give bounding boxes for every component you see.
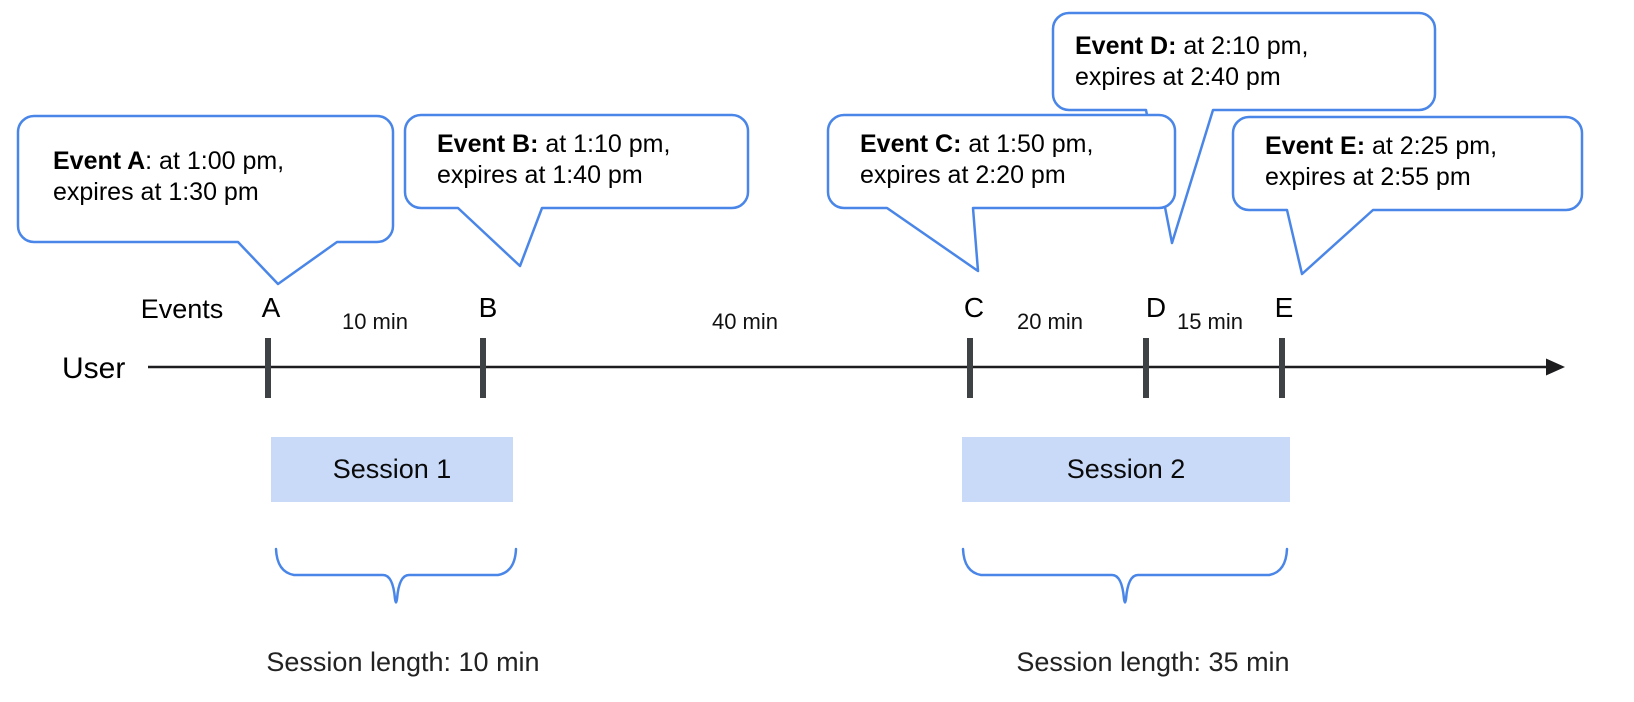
session-1-label: Session 1	[332, 454, 452, 484]
bubble-e-line1: at 2:25 pm,	[1365, 132, 1498, 160]
speech-bubble-event-b	[403, 113, 750, 268]
user-axis-label: User	[62, 352, 126, 385]
bubble-b-line2: expires at 1:40 pm	[437, 161, 643, 189]
event-mark-a: A	[261, 292, 281, 323]
tick-event-b	[480, 338, 486, 398]
bubble-e-text: Event E: at 2:25 pm, expires at 2:55 pm	[1265, 131, 1575, 193]
bubble-b-title: Event B:	[437, 130, 539, 158]
bubble-c-line2: expires at 2:20 pm	[860, 161, 1066, 189]
bubble-a-line1: : at 1:00 pm,	[145, 147, 285, 175]
bubble-d-line1: at 2:10 pm,	[1176, 32, 1309, 60]
event-mark-e: E	[1274, 292, 1294, 323]
session-2-label: Session 2	[1066, 454, 1186, 484]
session-1-brace-icon	[274, 547, 518, 604]
event-mark-d: D	[1145, 292, 1167, 323]
session-1-bar	[271, 437, 513, 502]
speech-bubble-event-e	[1231, 115, 1584, 276]
session-1-length-label: Session length: 10 min	[266, 647, 540, 677]
bubble-d-text: Event D: at 2:10 pm, expires at 2:40 pm	[1075, 31, 1425, 93]
speech-bubble-event-c	[826, 113, 1177, 273]
bubble-a-text: Event A: at 1:00 pm, expires at 1:30 pm	[53, 146, 383, 208]
events-axis-label: Events	[140, 294, 224, 324]
speech-bubble-event-a	[16, 114, 395, 286]
interval-c-d: 20 min	[1016, 309, 1084, 334]
interval-a-b: 10 min	[341, 309, 409, 334]
timeline-arrowhead-icon	[1546, 358, 1565, 376]
interval-b-c: 40 min	[711, 309, 779, 334]
tick-event-a	[265, 338, 271, 398]
event-mark-b: B	[478, 292, 498, 323]
bubble-c-title: Event C:	[860, 130, 962, 158]
bubble-b-line1: at 1:10 pm,	[538, 130, 671, 158]
session-2-bar	[962, 437, 1290, 502]
bubble-d-line2: expires at 2:40 pm	[1075, 63, 1281, 91]
bubble-a-title: Event A	[53, 147, 146, 175]
bubble-c-text: Event C: at 1:50 pm, expires at 2:20 pm	[860, 129, 1170, 191]
bubble-c-line1: at 1:50 pm,	[961, 130, 1094, 158]
tick-event-c	[967, 338, 973, 398]
bubble-a-line2: expires at 1:30 pm	[53, 178, 259, 206]
session-2-brace-icon	[961, 547, 1289, 604]
interval-d-e: 15 min	[1176, 309, 1244, 334]
speech-bubble-event-d	[1051, 11, 1437, 245]
event-mark-c: C	[963, 292, 985, 323]
bubble-b-text: Event B: at 1:10 pm, expires at 1:40 pm	[437, 129, 742, 191]
session-2-length-label: Session length: 35 min	[1016, 647, 1290, 677]
tick-event-d	[1143, 338, 1149, 398]
bubble-d-title: Event D:	[1075, 32, 1177, 60]
bubble-e-line2: expires at 2:55 pm	[1265, 163, 1471, 191]
tick-event-e	[1279, 338, 1285, 398]
bubble-e-title: Event E:	[1265, 132, 1366, 160]
